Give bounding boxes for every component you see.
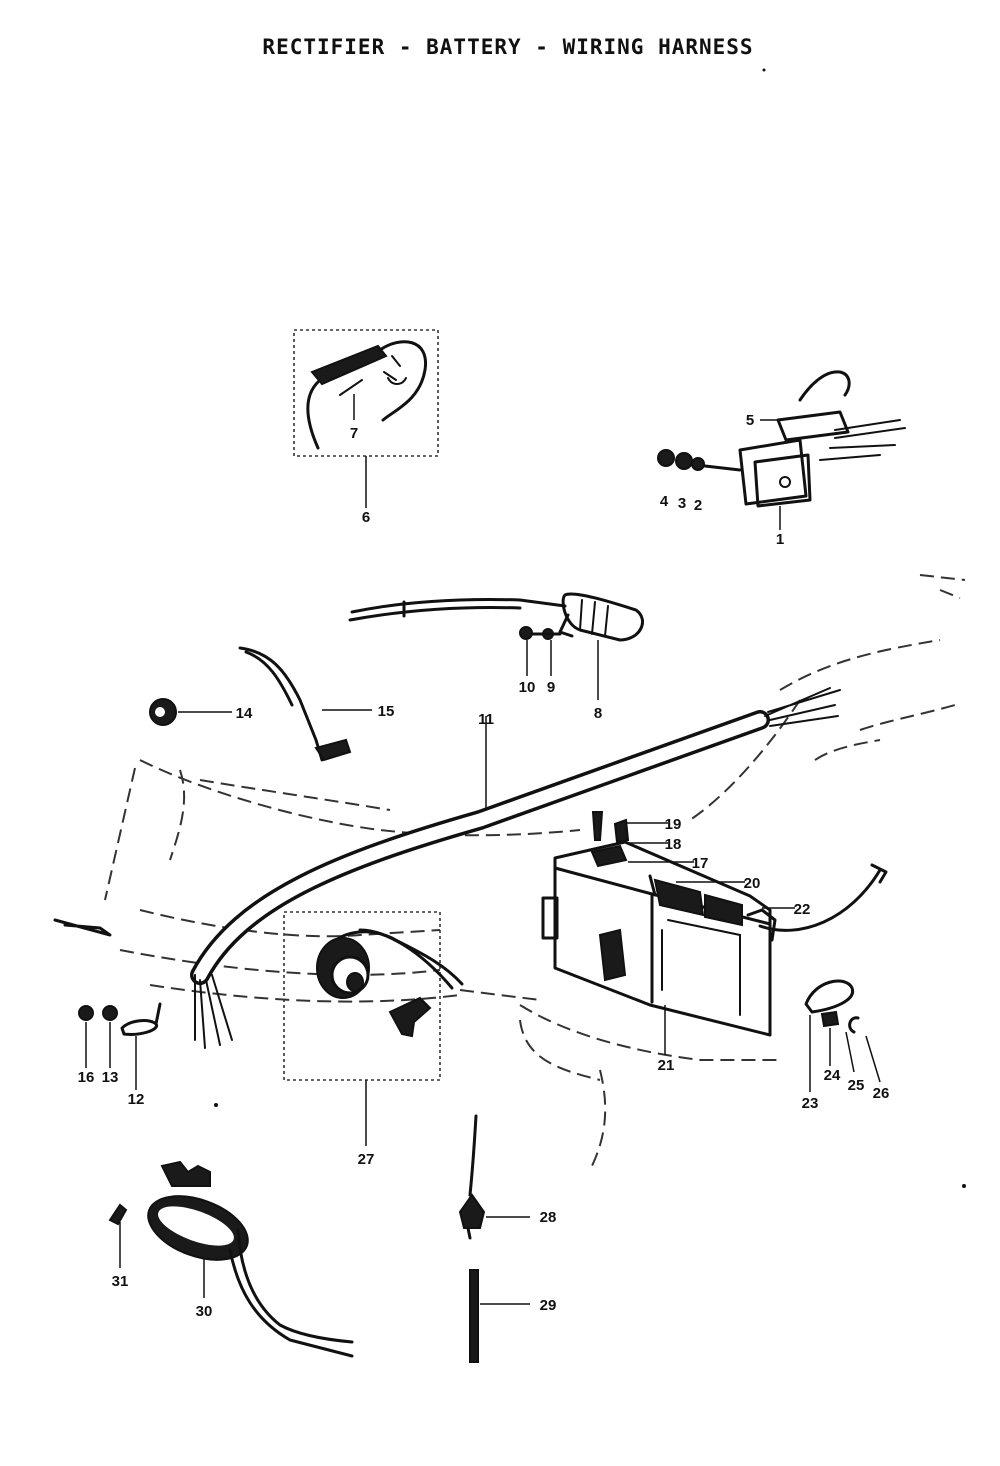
clamp-12-icon [120, 1002, 162, 1036]
callout-16: 16 [78, 1069, 95, 1086]
callout-6: 6 [362, 509, 370, 526]
page-title: RECTIFIER - BATTERY - WIRING HARNESS [262, 35, 753, 59]
rectifier-icon [306, 340, 427, 450]
callout-3: 3 [678, 495, 686, 512]
sensor-assembly [458, 1114, 530, 1363]
washer-3-icon [675, 452, 693, 470]
callout-28: 28 [540, 1209, 557, 1226]
washer-13-icon [102, 1005, 118, 1021]
callout-18: 18 [665, 836, 682, 853]
horn-icon [147, 1160, 354, 1358]
callout-9: 9 [547, 679, 555, 696]
switch-assembly [283, 911, 464, 1146]
terminal-23-icon [804, 979, 855, 1014]
callout-2: 2 [694, 497, 702, 514]
washer-4-icon [657, 449, 675, 467]
callout-15: 15 [378, 703, 395, 720]
frame-bracket [53, 918, 112, 937]
callout-12: 12 [128, 1091, 145, 1108]
bolt-19-icon [591, 811, 604, 841]
grommet [149, 698, 232, 726]
callout-30: 30 [196, 1303, 213, 1320]
callout-17: 17 [692, 855, 709, 872]
callout-10: 10 [519, 679, 536, 696]
callout-23: 23 [802, 1095, 819, 1112]
callout-1: 1 [776, 531, 784, 548]
bolt-16-icon [78, 1005, 94, 1021]
callout-14: 14 [236, 705, 253, 722]
nut-18-icon [613, 818, 630, 844]
callout-7: 7 [350, 425, 358, 442]
cable [238, 646, 372, 762]
key-icon [388, 996, 432, 1038]
callout-31: 31 [112, 1273, 129, 1290]
screw-31-icon [108, 1203, 128, 1226]
callout-4: 4 [660, 493, 669, 510]
bolt-10-icon [519, 626, 533, 640]
regulator-assembly [657, 370, 906, 530]
callout-24: 24 [824, 1067, 841, 1084]
frame-outline [104, 574, 966, 1171]
callout-8: 8 [594, 705, 602, 722]
callout-5: 5 [746, 412, 754, 429]
rectifier-screw-icon [339, 379, 363, 396]
ignition-coil [348, 592, 644, 700]
callout-26: 26 [873, 1085, 890, 1102]
rectifier-assembly [293, 329, 439, 508]
callout-22: 22 [794, 901, 811, 918]
callout-20: 20 [744, 875, 761, 892]
washer-25-icon [848, 1016, 860, 1034]
harness-icon [190, 687, 841, 1049]
callout-29: 29 [540, 1297, 557, 1314]
callout-19: 19 [665, 816, 682, 833]
coil-icon [558, 592, 644, 642]
bolt-24-icon [820, 1010, 840, 1028]
callout-13: 13 [102, 1069, 119, 1086]
callout-25: 25 [848, 1077, 865, 1094]
callout-27: 27 [358, 1151, 375, 1168]
regulator-icon [738, 370, 906, 508]
callout-11: 11 [478, 711, 494, 728]
battery-icon [541, 840, 888, 1037]
callout-21: 21 [658, 1057, 675, 1074]
nut-2-icon [691, 457, 705, 471]
